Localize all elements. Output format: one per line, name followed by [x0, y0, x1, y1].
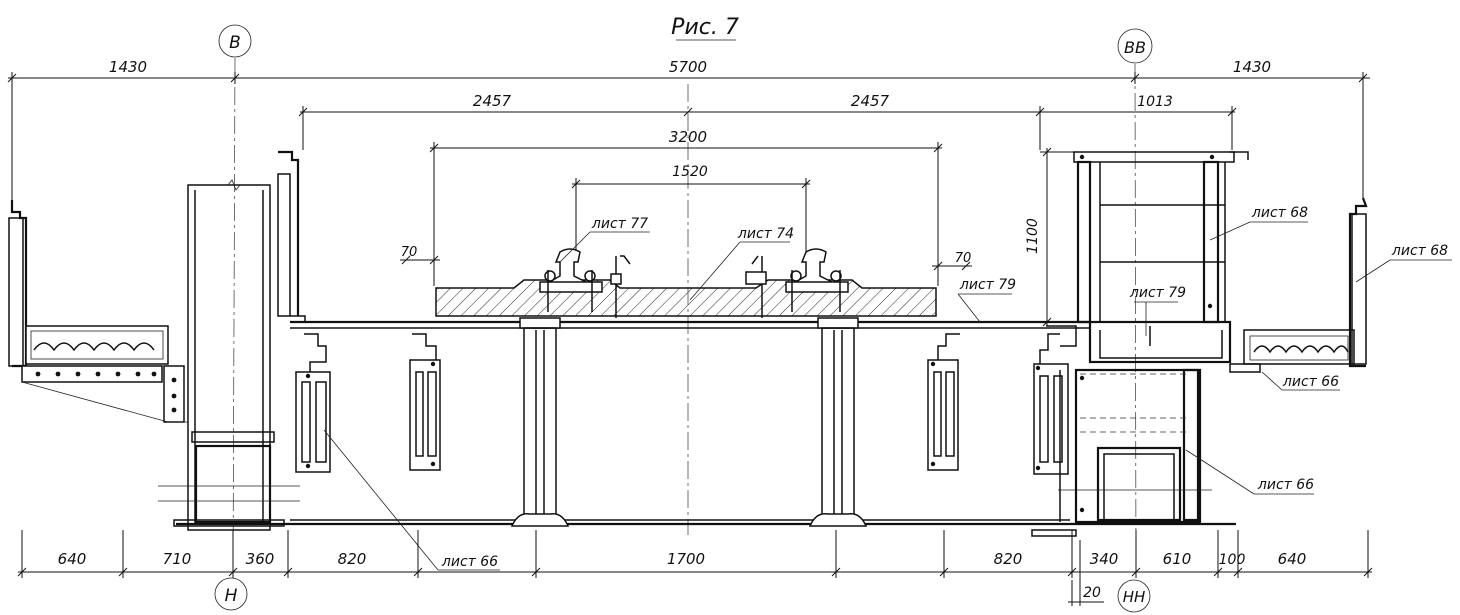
- dim-gauge: [571, 178, 811, 255]
- svg-text:НН: НН: [1123, 588, 1146, 606]
- axis-bubble-right-bottom: НН: [1117, 579, 1151, 613]
- leader-sheet-66-b: [1185, 449, 1314, 495]
- label-sheet-74: лист 74: [737, 226, 794, 242]
- leader-sheet-79-a: [957, 293, 1012, 323]
- left-deck-wall: [277, 150, 306, 322]
- deck-beam: [176, 320, 1236, 526]
- label-sheet-68-a: лист 68: [1251, 205, 1308, 221]
- hanger-2: [409, 333, 441, 471]
- leader-sheet-74: [689, 241, 790, 301]
- pier-right: [808, 317, 868, 527]
- dim-70-right: [932, 261, 972, 271]
- dim-top-center: 5700: [669, 58, 707, 76]
- left-bolts: [35, 371, 157, 377]
- dim-70-left: [400, 255, 440, 265]
- dim-chain-second: [298, 106, 1237, 150]
- hanger-3: [927, 333, 960, 471]
- figure-title: Рис. 7: [671, 15, 739, 40]
- dim-bottom-9: 100: [1219, 552, 1246, 568]
- dim-sleeper: [429, 142, 943, 286]
- axis-line-left: [232, 57, 236, 578]
- leader-sheet-66-c: [323, 429, 500, 571]
- leader-sheet-66-a: [1261, 371, 1340, 391]
- leader-sheet-79-b: [1134, 301, 1178, 336]
- label-sheet-77: лист 77: [591, 216, 648, 232]
- dim-right-width: 1013: [1137, 94, 1173, 110]
- leader-sheet-68-a: [1209, 221, 1308, 241]
- label-sheet-79-b: лист 79: [1129, 285, 1186, 301]
- dim-half-right: 2457: [851, 92, 890, 110]
- dim-70-right-value: 70: [955, 251, 972, 266]
- rail-right: [745, 248, 849, 318]
- sleeper-hatched: [435, 279, 937, 317]
- dim-top-right: 1430: [1233, 58, 1271, 76]
- svg-text:Н: Н: [225, 586, 238, 606]
- dim-bottom-6: 820: [994, 550, 1023, 568]
- dim-chain-bottom: [17, 530, 1373, 606]
- dim-height-value: 1100: [1025, 218, 1041, 254]
- dim-bottom-1: 640: [58, 550, 87, 568]
- dim-sleeper-length: 3200: [669, 128, 707, 146]
- dim-half-left: 2457: [473, 92, 512, 110]
- left-column: [158, 179, 300, 531]
- leader-sheet-68-b: [1355, 259, 1452, 283]
- dim-70-left-value: 70: [401, 245, 418, 260]
- label-sheet-66-b: лист 66: [1257, 477, 1314, 493]
- label-sheet-79-a: лист 79: [959, 277, 1016, 293]
- left-wall-assembly: [8, 200, 188, 423]
- right-mid-connection: [1046, 320, 1232, 364]
- dim-bottom-4: 820: [338, 550, 367, 568]
- right-wall-assembly: [1229, 197, 1368, 373]
- dim-height: [1040, 147, 1075, 327]
- svg-text:В: В: [229, 33, 241, 53]
- dim-bottom-10: 640: [1278, 550, 1307, 568]
- axis-bubble-left-top: В: [218, 24, 252, 58]
- svg-text:ВВ: ВВ: [1124, 38, 1146, 57]
- dim-bottom-5: 1700: [667, 550, 705, 568]
- dim-top-left: 1430: [109, 58, 147, 76]
- hanger-1: [295, 333, 331, 473]
- label-sheet-68-b: лист 68: [1391, 243, 1448, 259]
- label-sheet-66-c: лист 66: [441, 554, 498, 570]
- dim-bottom-8: 610: [1163, 550, 1192, 568]
- right-lower-cage: [1031, 368, 1212, 537]
- axis-bubble-left-bottom: Н: [214, 577, 248, 611]
- pier-left: [510, 317, 570, 527]
- axis-line-right: [1134, 63, 1137, 580]
- dim-bottom-7: 340: [1090, 550, 1119, 568]
- label-sheet-66-a: лист 66: [1282, 374, 1339, 390]
- hanger-4: [1033, 333, 1069, 475]
- dim-chain-top: [7, 72, 1370, 200]
- leader-sheet-77: [559, 231, 650, 263]
- dim-bottom-3: 360: [246, 550, 275, 568]
- dim-gauge-value: 1520: [672, 164, 708, 180]
- dim-bottom-2: 710: [163, 550, 192, 568]
- rail-left: [539, 248, 631, 318]
- axis-bubble-right-top: ВВ: [1117, 28, 1153, 64]
- dim-bottom-extra: 20: [1083, 585, 1101, 601]
